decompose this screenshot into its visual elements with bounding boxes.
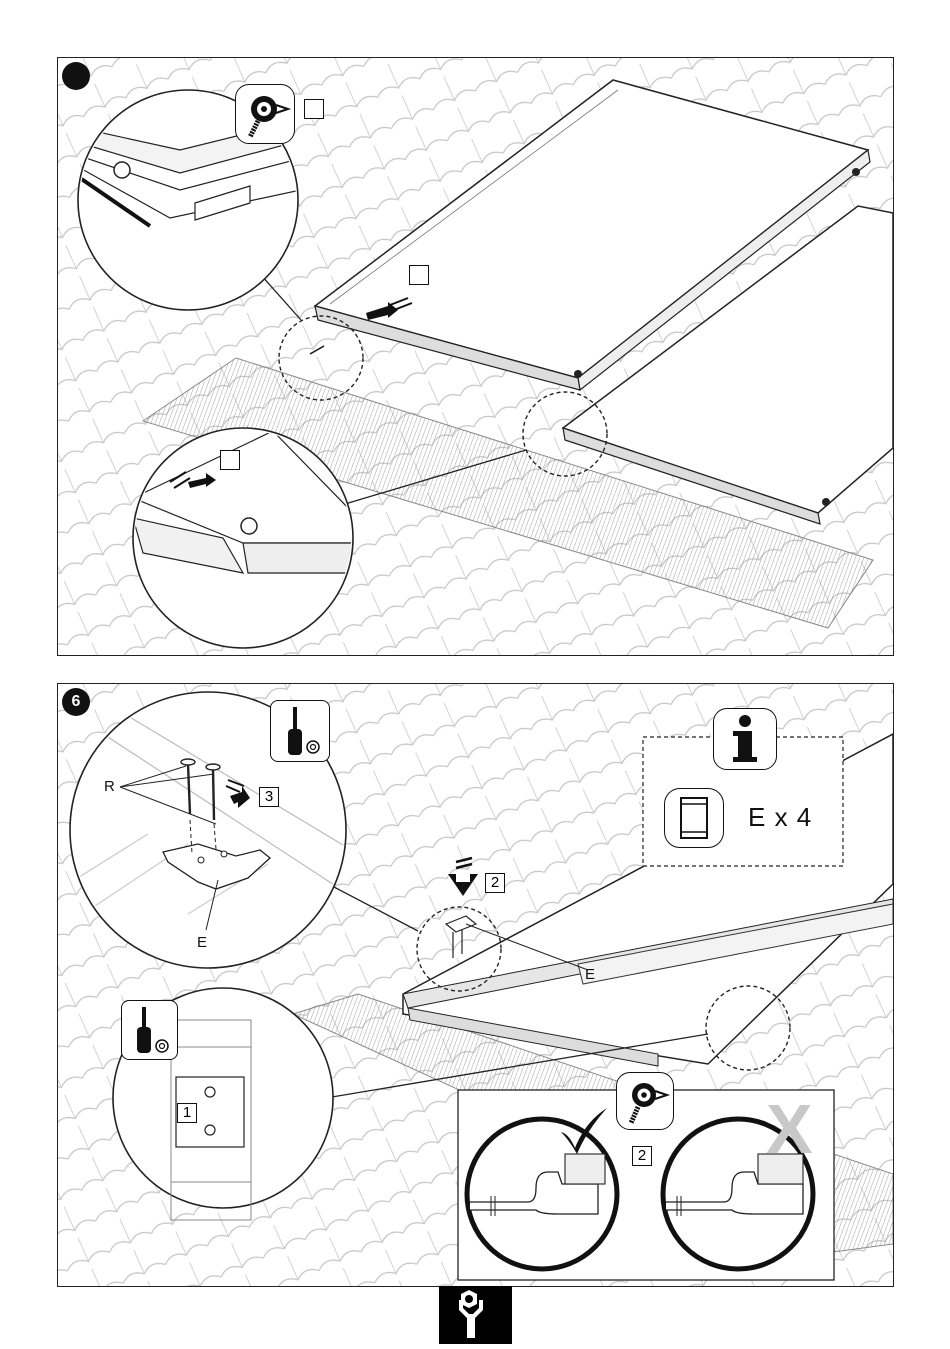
label-E-detail: E bbox=[197, 934, 207, 951]
info-icon bbox=[713, 708, 777, 770]
callout-1: 1 bbox=[177, 1103, 197, 1123]
label-E-main: E bbox=[585, 966, 595, 983]
screwdriver-icon bbox=[121, 1000, 178, 1060]
inspect-eye-icon bbox=[616, 1072, 674, 1130]
wrench-icon bbox=[439, 1286, 512, 1344]
info-quantity: E x 4 bbox=[748, 802, 812, 833]
step-5-illustration bbox=[58, 58, 893, 655]
step-number-badge bbox=[62, 62, 90, 90]
step-5-panel bbox=[57, 57, 894, 656]
step-6-panel: 6 R E E 3 2 1 2 bbox=[57, 683, 894, 1287]
checkbox-1 bbox=[304, 99, 324, 119]
cross-icon: X bbox=[766, 1094, 813, 1164]
callout-3: 3 bbox=[259, 787, 279, 807]
step-number-badge: 6 bbox=[62, 688, 90, 716]
step-6-illustration bbox=[58, 684, 893, 1286]
checkbox-2 bbox=[409, 265, 429, 285]
label-R: R bbox=[104, 778, 115, 795]
clamp-part-icon bbox=[664, 788, 724, 848]
screwdriver-icon bbox=[270, 700, 330, 762]
checkbox-3 bbox=[220, 450, 240, 470]
checkmark-icon bbox=[555, 1104, 611, 1156]
callout-2-check: 2 bbox=[632, 1146, 652, 1166]
callout-2-top: 2 bbox=[485, 873, 505, 893]
inspect-eye-icon bbox=[235, 84, 295, 144]
